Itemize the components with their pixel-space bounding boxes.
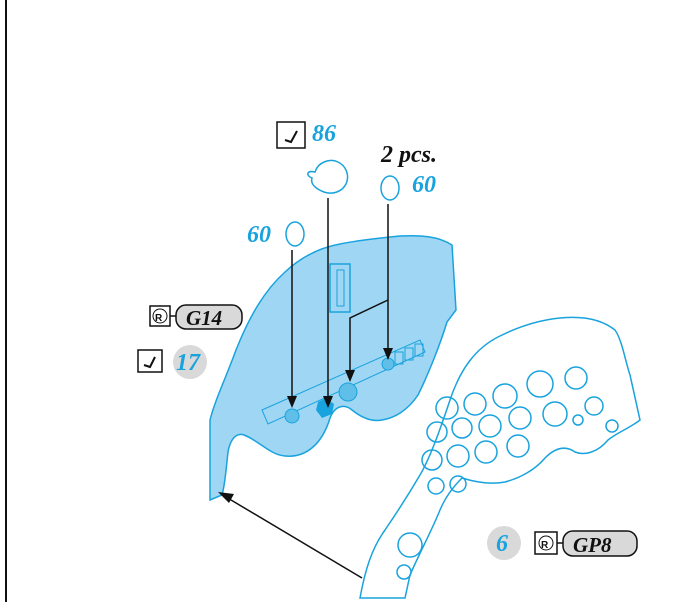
decal-check-icon	[137, 349, 163, 373]
step-17-label: 17	[176, 350, 201, 376]
callout-decal-86: 86	[276, 121, 336, 149]
decal-check-icon	[276, 121, 306, 149]
resin-code-g14: G14	[186, 306, 222, 330]
part-60-single	[285, 221, 305, 408]
step-6-label: 6	[496, 531, 508, 557]
part-60-pair	[345, 175, 400, 382]
svg-text:R: R	[541, 540, 549, 551]
callout-resin-g14: R G14	[149, 304, 243, 330]
svg-text:R: R	[155, 313, 163, 324]
instrument-panel	[209, 234, 457, 502]
resin-code-gp8: GP8	[573, 533, 612, 557]
part-86-shape	[307, 159, 349, 408]
decal-86-label: 86	[312, 121, 336, 147]
assembly-arrow	[218, 492, 363, 579]
pair-qty-label: 2 pcs.	[380, 142, 437, 168]
callout-step-17: 17	[137, 345, 207, 379]
callout-step-6-gp8: 6 R GP8	[487, 526, 638, 560]
part-60-single-label: 60	[247, 222, 271, 248]
photoetch-overlay	[359, 316, 641, 599]
part-60-pair-label: 60	[412, 172, 436, 198]
